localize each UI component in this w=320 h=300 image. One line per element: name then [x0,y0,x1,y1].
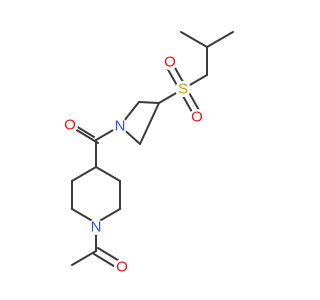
atom-oxygen-acetyl: O [114,259,130,276]
bond-c3-c2 [138,101,160,104]
bond-acetyl-o-b [97,247,122,263]
bond-methyl1-ch [180,31,208,48]
atom-label-s: S [178,81,188,98]
bond-pip-c4-c3 [95,166,121,182]
atom-label-o-carbonyl: O [64,117,76,134]
atom-nitrogen-azetidine: N [112,118,128,135]
atom-nitrogen-piperidine: N [88,219,104,236]
atom-label-o-sulfonyl-bottom: O [191,109,203,126]
atom-label-n-piperidine: N [91,219,102,236]
bond-methyl2-ch [206,31,234,48]
bond-pip-c5-c4 [71,166,97,182]
atom-oxygen-sulfonyl-bottom: O [189,109,205,126]
atom-label-n-azetidine: N [115,118,126,135]
atom-oxygen-carbonyl: O [62,117,78,134]
atom-label-layer: O S O N O N O [62,54,205,276]
atom-label-o-sulfonyl-top: O [164,54,176,71]
atom-sulfur: S [175,81,191,98]
bond-acetyl-o-a [93,253,118,269]
bond-c4-c3 [139,102,160,145]
bond-acetyl-ch3 [71,250,97,266]
molecule-structure-diagram: O S O N O N O [62,31,234,276]
atom-oxygen-sulfonyl-top: O [162,54,178,71]
atom-label-o-acetyl: O [116,259,128,276]
bond-carbonyl-o-b [74,128,99,144]
